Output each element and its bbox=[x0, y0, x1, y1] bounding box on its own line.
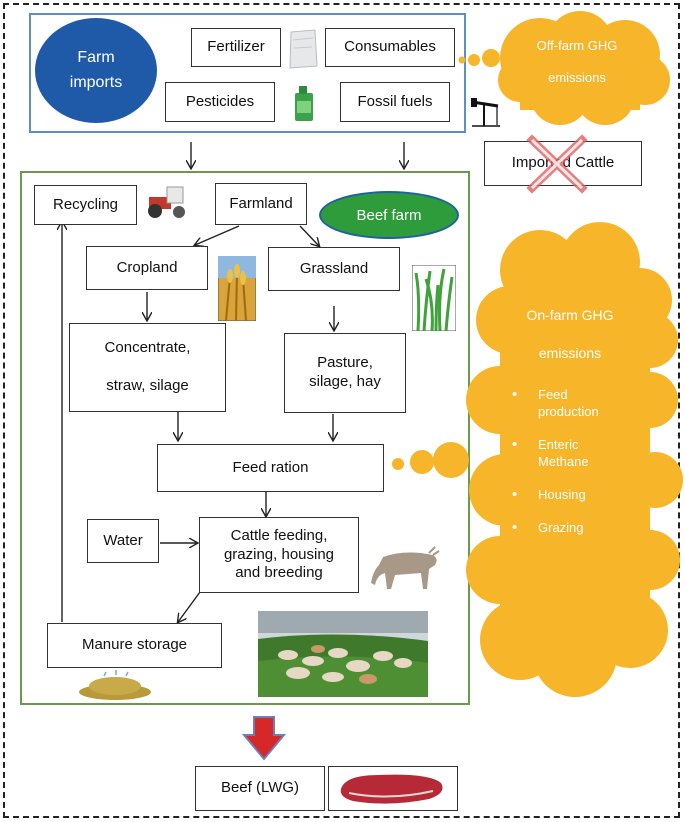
beef-output-node: Beef (LWG) bbox=[195, 766, 325, 811]
onfarm-item-grazing: Grazing bbox=[508, 519, 638, 536]
grass-icon bbox=[412, 265, 456, 331]
consumables-node: Consumables bbox=[325, 28, 455, 67]
farm-imports-frame bbox=[29, 13, 466, 133]
fossil-fuels-node: Fossil fuels bbox=[340, 82, 450, 122]
offfarm-label-line1: Off-farm GHG bbox=[536, 38, 618, 53]
oil-pump-icon bbox=[471, 98, 500, 127]
farm-imports-node: Farm imports bbox=[35, 18, 157, 123]
fertilizer-bag-icon bbox=[289, 29, 318, 69]
beef-steak-frame bbox=[328, 766, 458, 811]
cropland-node: Cropland bbox=[86, 246, 208, 290]
pesticides-node: Pesticides bbox=[165, 82, 275, 122]
concentrate-node: Concentrate, straw, silage bbox=[69, 323, 226, 412]
onfarm-item-housing: Housing bbox=[508, 486, 638, 503]
beef-steak-icon bbox=[340, 774, 443, 804]
manure-heap-icon bbox=[79, 670, 151, 700]
manure-storage-node: Manure storage bbox=[47, 623, 222, 668]
onfarm-item-feed-production: Feed production bbox=[508, 386, 638, 420]
onfarm-label-line2: emissions bbox=[538, 345, 602, 361]
onfarm-label-line1: On-farm GHG bbox=[526, 307, 614, 323]
onfarm-item-enteric-methane: Enteric Methane bbox=[508, 436, 638, 470]
pesticide-can-icon bbox=[295, 86, 313, 121]
grassland-node: Grassland bbox=[268, 247, 400, 291]
cow-icon bbox=[371, 546, 440, 589]
cattle-feeding-node: Cattle feeding, grazing, housing and bre… bbox=[199, 517, 359, 593]
pasture-node: Pasture, silage, hay bbox=[284, 333, 406, 413]
water-node: Water bbox=[87, 519, 159, 563]
system-boundary bbox=[3, 3, 680, 818]
tractor-icon bbox=[148, 186, 185, 218]
cross-out-icon bbox=[526, 134, 588, 194]
beef-farm-label: Beef farm bbox=[319, 191, 459, 239]
onfarm-emission-list: Feed production Enteric Methane Housing … bbox=[508, 386, 638, 552]
fertilizer-node: Fertilizer bbox=[191, 28, 281, 67]
recycling-node: Recycling bbox=[34, 185, 137, 225]
offfarm-label-line2: emissions bbox=[548, 70, 606, 85]
wheat-icon bbox=[218, 256, 256, 321]
output-arrow bbox=[242, 716, 286, 761]
cattle-photo bbox=[258, 611, 428, 697]
feed-ration-node: Feed ration bbox=[157, 444, 384, 492]
farmland-node: Farmland bbox=[215, 183, 307, 225]
beef-farm-frame bbox=[20, 171, 470, 705]
